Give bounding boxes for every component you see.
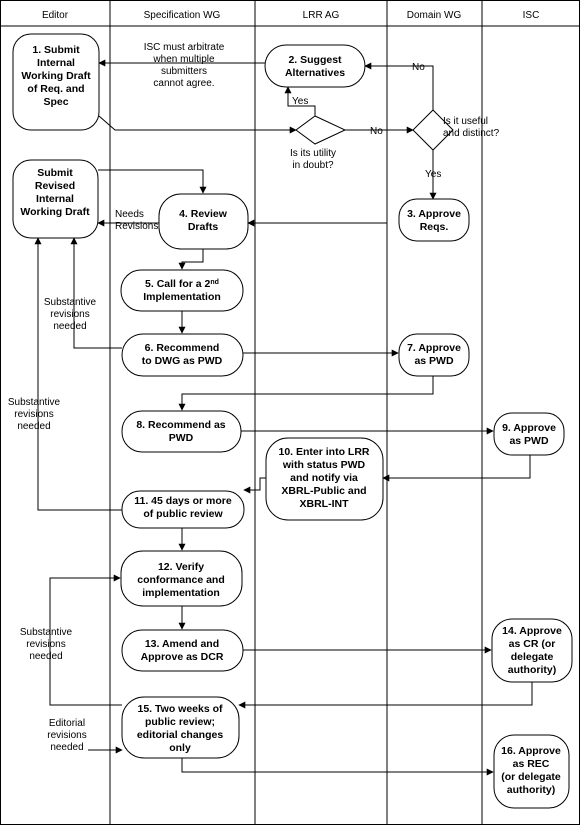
step-15-box <box>121 696 240 759</box>
arrow-11-to-revised <box>34 237 122 511</box>
arrow-9-to-10 <box>382 455 531 482</box>
step-1-box <box>12 33 100 131</box>
yes-label-utility: Yes <box>292 96 308 107</box>
decision-utility-diamond <box>295 115 347 145</box>
arrow-utility-yes <box>284 86 316 116</box>
step-9-box <box>493 412 565 456</box>
step-4-box <box>158 193 249 250</box>
step-10-box <box>265 437 384 521</box>
lane-header-isc: ISC <box>523 10 540 21</box>
step-5-box <box>120 269 244 312</box>
step-12-box <box>120 550 243 607</box>
no-label-utility: No <box>370 126 383 137</box>
step-13-box <box>121 629 244 672</box>
arrow-useful-no <box>364 62 434 110</box>
step-11-box <box>121 490 245 529</box>
arrow-15-to-16 <box>181 758 494 776</box>
step-16-box <box>493 734 570 809</box>
yes-label-useful: Yes <box>425 169 441 180</box>
lane-header-editor: Editor <box>42 10 69 21</box>
arrow-14-to-15 <box>238 682 533 709</box>
arrow-1-to-utility <box>98 115 297 134</box>
step-3-box <box>398 198 470 242</box>
decision-useful-diamond <box>412 109 454 151</box>
connectors <box>34 59 533 776</box>
step-14-box <box>491 618 573 683</box>
arrow-10-to-11 <box>243 477 266 494</box>
step-8-box <box>121 410 242 453</box>
arrow-7-to-8 <box>178 376 434 411</box>
step-2-box <box>264 44 366 88</box>
step-7-box <box>398 333 470 377</box>
lane-header-domain-wg: Domain WG <box>407 10 462 21</box>
step-shapes <box>12 33 573 809</box>
lane-header-specification-wg: Specification WG <box>144 10 221 21</box>
revised-draft-box <box>12 159 99 239</box>
step-6-box <box>121 333 244 377</box>
no-label-useful: No <box>412 62 425 73</box>
arrow-revised-to-4 <box>98 169 207 194</box>
arrow-4-to-5 <box>178 249 204 270</box>
arrow-15-to-12 <box>49 574 122 706</box>
lane-header-lrr-ag: LRR AG <box>303 10 340 21</box>
arrow-6-to-revised <box>70 237 122 349</box>
